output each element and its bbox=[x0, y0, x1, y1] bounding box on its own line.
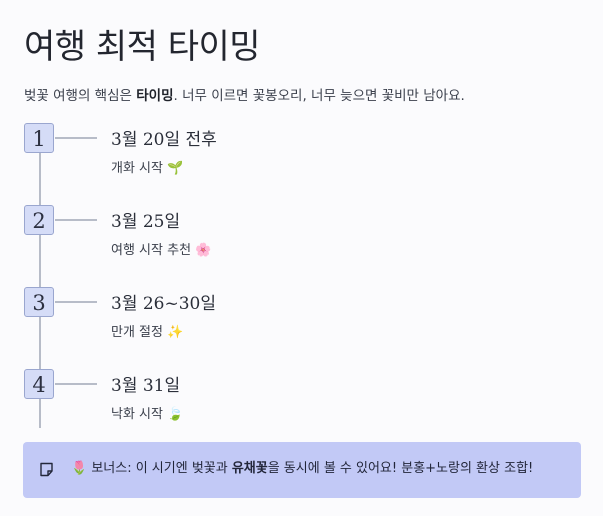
step-number: 2 bbox=[24, 205, 54, 235]
timeline-step: 4 3월 31일 낙화 시작 🍃 bbox=[24, 369, 424, 439]
timeline-line bbox=[39, 137, 41, 428]
intro-prefix: 벚꽃 여행의 핵심은 bbox=[24, 88, 137, 104]
intro-emphasis: 타이밍 bbox=[136, 88, 174, 104]
step-number: 3 bbox=[24, 287, 54, 317]
step-description: 여행 시작 추천 🌸 bbox=[111, 243, 212, 258]
intro-suffix: . 너무 이르면 꽃봉오리, 너무 늦으면 꽃비만 남아요. bbox=[173, 88, 465, 104]
step-connector bbox=[55, 137, 97, 139]
step-connector bbox=[55, 383, 97, 385]
step-date: 3월 26~30일 bbox=[111, 294, 217, 314]
timeline-step: 3 3월 26~30일 만개 절정 ✨ bbox=[24, 287, 424, 357]
step-number: 4 bbox=[24, 369, 54, 399]
step-date: 3월 31일 bbox=[111, 376, 181, 396]
step-connector bbox=[55, 219, 97, 221]
step-date: 3월 20일 전후 bbox=[111, 130, 217, 150]
step-number: 1 bbox=[24, 123, 54, 153]
timeline-step: 1 3월 20일 전후 개화 시작 🌱 bbox=[24, 123, 424, 193]
timeline: 1 3월 20일 전후 개화 시작 🌱 2 3월 25일 여행 시작 추천 🌸 … bbox=[24, 123, 424, 428]
intro-text: 벚꽃 여행의 핵심은 타이밍. 너무 이르면 꽃봉오리, 너무 늦으면 꽃비만 … bbox=[24, 86, 582, 106]
note-icon bbox=[40, 462, 53, 477]
step-connector bbox=[55, 301, 97, 303]
step-description: 만개 절정 ✨ bbox=[111, 325, 184, 340]
callout-emphasis: 유채꽃 bbox=[231, 461, 268, 476]
step-date: 3월 25일 bbox=[111, 212, 181, 232]
step-description: 낙화 시작 🍃 bbox=[111, 407, 184, 422]
bonus-callout: 🌷 보너스: 이 시기엔 벚꽃과 유채꽃을 동시에 볼 수 있어요! 분홍+노랑… bbox=[23, 442, 581, 498]
callout-prefix: 🌷 보너스: 이 시기엔 벚꽃과 bbox=[71, 461, 232, 476]
page-title: 여행 최적 타이밍 bbox=[24, 27, 261, 67]
content-area: 여행 최적 타이밍 벚꽃 여행의 핵심은 타이밍. 너무 이르면 꽃봉오리, 너… bbox=[24, 24, 582, 120]
timeline-step: 2 3월 25일 여행 시작 추천 🌸 bbox=[24, 205, 424, 275]
callout-suffix: 을 동시에 볼 수 있어요! 분홍+노랑의 환상 조합! bbox=[267, 461, 534, 476]
step-description: 개화 시작 🌱 bbox=[111, 161, 184, 176]
callout-text: 🌷 보너스: 이 시기엔 벚꽃과 유채꽃을 동시에 볼 수 있어요! 분홍+노랑… bbox=[71, 459, 533, 479]
